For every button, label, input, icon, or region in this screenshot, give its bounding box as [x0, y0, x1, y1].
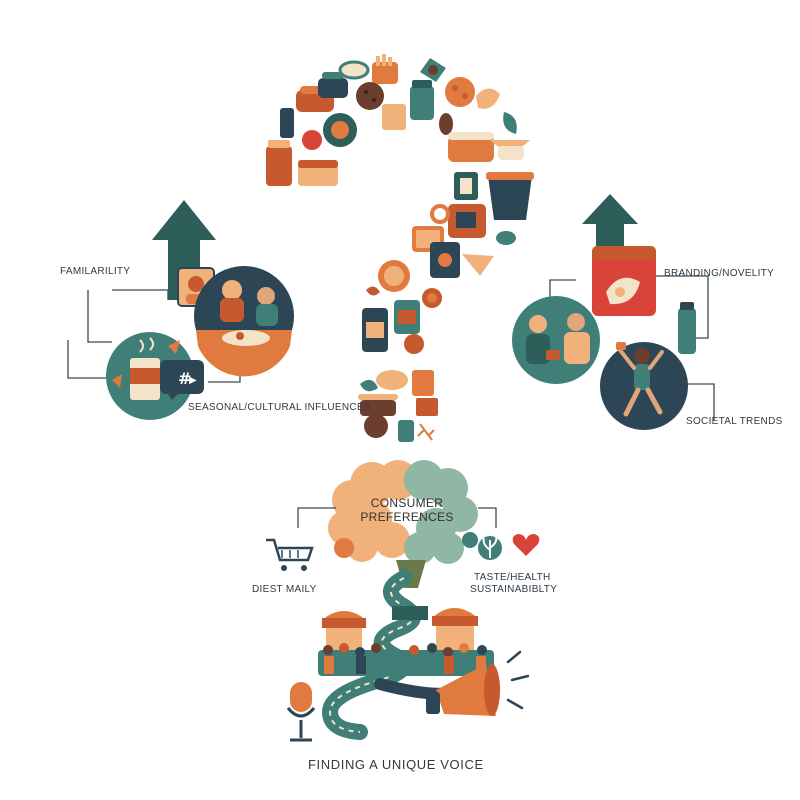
food-item-coffee-cup-icon — [486, 172, 534, 220]
food-item-canister-icon — [362, 308, 388, 352]
food-item-cracker-icon — [448, 204, 486, 238]
label-diet-daily: DIEST MAILY — [252, 584, 317, 595]
label-finding-a-unique-voice: FINDING A UNIQUE VOICE — [308, 757, 484, 772]
food-item-crate-icon — [416, 398, 438, 416]
food-item-cake-icon — [448, 132, 494, 162]
friends-trying-product-illustration — [512, 296, 600, 384]
food-item-jar-icon — [410, 80, 434, 120]
label-taste-health-line1: TASTE/HEALTH — [474, 572, 551, 583]
label-seasonal-cultural-influences: SEASONAL/CULTURAL INFLUENCES — [188, 402, 371, 413]
family-meal-illustration — [194, 266, 294, 377]
food-item-plate-icon — [323, 113, 357, 147]
food-item-twig-icon — [417, 423, 435, 441]
food-item-snack-bag-icon — [430, 242, 460, 278]
hashtag-social-icon: # ▶ — [160, 360, 204, 400]
branded-snack-bag-illustration — [592, 246, 656, 316]
food-item-sage-leaf-icon — [496, 231, 516, 245]
food-item-small-jar-icon — [266, 140, 292, 186]
food-item-donut-icon — [430, 204, 450, 224]
label-consumer-line2: PREFERENCES — [360, 510, 454, 524]
food-item-pot-icon — [318, 72, 348, 98]
label-branding-novelty: BRANDING/NOVELITY — [664, 268, 775, 279]
label-taste-health-line2: SUSTAINABIBLTY — [470, 584, 558, 595]
food-item-tomato-icon — [302, 130, 322, 150]
label-familiarity: FAMILARILITY — [60, 266, 131, 277]
consumer-preferences-brain — [297, 460, 497, 588]
megaphone-icon — [426, 650, 530, 716]
svg-text:▶: ▶ — [189, 375, 197, 386]
food-item-dish-icon — [338, 60, 370, 80]
food-item-mango-icon — [376, 370, 408, 390]
brain-side-blobs — [334, 532, 478, 558]
label-consumer-preferences: CONSUMER PREFERENCES — [348, 496, 466, 524]
food-item-sauce-jar-icon — [394, 300, 420, 334]
brain-right-hemisphere — [404, 460, 478, 564]
fitness-trend-illustration — [600, 342, 688, 430]
familiarity-cluster: # ▶ — [67, 200, 294, 420]
food-item-croissant-icon — [476, 88, 500, 109]
food-item-chocolate-icon — [364, 414, 388, 438]
food-item-sandwich-icon — [358, 394, 398, 416]
preferences-connector-lines — [297, 507, 497, 528]
food-item-small-leaf-icon — [366, 286, 380, 296]
label-societal-trends: SOCIETAL TRENDS — [686, 416, 783, 427]
food-item-cookie-icon — [356, 82, 384, 110]
crowd-of-people — [318, 643, 494, 676]
shopping-cart-icon — [266, 538, 314, 571]
market-scene — [318, 606, 494, 676]
food-item-pizza-icon — [445, 77, 475, 107]
food-item-box-icon — [454, 172, 478, 200]
food-item-bowl-icon — [490, 140, 530, 160]
branding-cluster — [512, 194, 715, 430]
label-consumer-line1: CONSUMER — [370, 496, 444, 510]
food-item-leaf2-icon — [360, 379, 378, 392]
food-item-soda-can-icon — [280, 108, 294, 138]
heart-icon — [512, 534, 540, 556]
food-item-cupcake-icon — [412, 370, 434, 396]
market-stall-center — [392, 606, 428, 620]
svg-text:#: # — [178, 369, 191, 388]
food-item-eggplant-icon — [439, 113, 453, 135]
food-item-cup-icon — [298, 160, 338, 186]
food-item-avocado-icon — [420, 58, 446, 82]
food-item-green-jar-icon — [398, 420, 414, 442]
food-item-fries-icon — [372, 54, 398, 84]
food-item-leaf-icon — [503, 112, 517, 134]
food-item-apple-icon — [404, 334, 424, 354]
water-bottle-icon — [678, 302, 696, 354]
microphone-icon — [286, 682, 316, 742]
up-arrow-icon-right — [582, 194, 638, 260]
food-item-orange-slice-icon — [378, 260, 410, 292]
question-mark-food-collage — [266, 54, 534, 442]
sprout-icon — [478, 535, 502, 560]
food-item-bag-icon — [382, 104, 406, 130]
food-item-pie-slice-icon — [462, 254, 494, 276]
food-item-biscuit-icon — [422, 288, 442, 308]
